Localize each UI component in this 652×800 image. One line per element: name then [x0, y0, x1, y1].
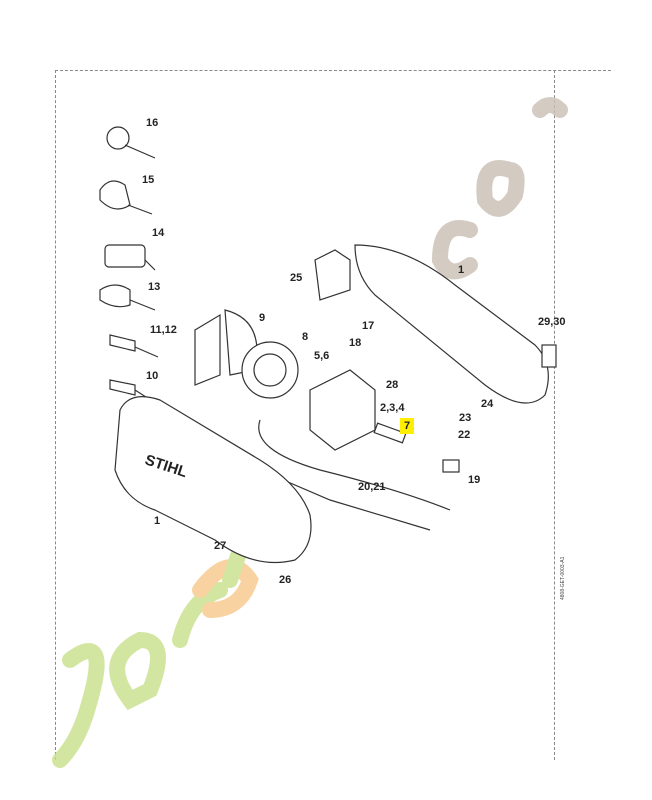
part-label: 18	[349, 337, 362, 349]
part-label: 26	[279, 574, 292, 586]
drawing-code: 4808-GET-0003-A1	[560, 556, 566, 600]
bracket-25	[314, 249, 351, 301]
part-label: 19	[468, 474, 481, 486]
plug-13	[99, 284, 156, 311]
plug-16	[106, 126, 156, 159]
plug-11-12	[109, 334, 159, 358]
housing-left	[114, 396, 312, 564]
cable-20-21	[258, 419, 451, 511]
plug-14	[104, 244, 156, 271]
housing-right	[354, 244, 549, 404]
part-label: 11,12	[150, 324, 177, 336]
switch-19	[442, 459, 460, 473]
part-label: 16	[146, 117, 159, 129]
part-label: 24	[481, 398, 494, 410]
part-label: 9	[259, 312, 266, 324]
part-label: 10	[146, 370, 159, 382]
part-label: 1	[458, 264, 465, 276]
part-label: 17	[362, 320, 375, 332]
frame-top-line	[55, 70, 611, 71]
part-label: 13	[148, 281, 161, 293]
part-label: 27	[214, 540, 227, 552]
part-label: 22	[458, 429, 471, 441]
part-label: 5,6	[314, 350, 330, 362]
part-label: 14	[152, 227, 165, 239]
part-label: 28	[386, 379, 399, 391]
part-label-highlighted[interactable]: 7	[400, 418, 415, 434]
part-label: 2,3,4	[380, 402, 405, 414]
part-label: 29,30	[538, 316, 566, 328]
part-label: 25	[290, 272, 303, 284]
part-label: 20,21	[358, 481, 386, 493]
drawing-frame	[55, 70, 555, 760]
motor	[309, 369, 376, 451]
part-label: 15	[142, 174, 155, 186]
label-29-30	[541, 344, 557, 368]
part-label: 8	[302, 331, 309, 343]
plug-15	[99, 180, 153, 215]
fan-cover-9	[194, 313, 221, 386]
part-label: 23	[459, 412, 472, 424]
sleeve-7	[373, 422, 407, 444]
part-label: 1	[154, 515, 161, 527]
